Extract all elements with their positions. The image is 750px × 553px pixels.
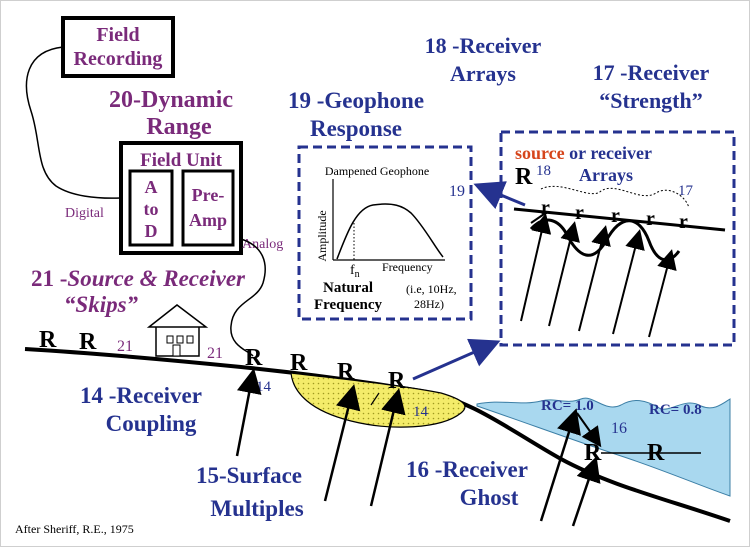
amp-label: Amp	[189, 210, 227, 230]
field-recording-label-1: Field	[96, 24, 139, 46]
dampened-geophone-label: Dampened Geophone	[325, 164, 429, 178]
geophone-response-box	[297, 145, 473, 321]
array-arrow-2	[548, 221, 580, 327]
skips-label-1: 21 -Source & Receiver	[31, 266, 246, 291]
layer-14-number: 14	[413, 404, 429, 420]
rc2-label: RC= 0.8	[649, 402, 702, 418]
surface-r-5: R	[337, 359, 355, 385]
array-18-number: 18	[536, 163, 551, 179]
array-r-4: r	[646, 208, 655, 230]
response-curve	[336, 203, 444, 260]
water-body	[476, 397, 731, 497]
array-arrow-3	[578, 225, 611, 332]
skip-21-number-2: 21	[207, 345, 223, 362]
array-dashed-arc	[540, 185, 690, 209]
skips-text: Source & Receiver	[67, 266, 246, 291]
pre-label: Pre-	[192, 185, 225, 205]
geophone-19-number: 19	[449, 183, 465, 200]
analog-label: Analog	[242, 237, 283, 252]
skip-21-number-1: 21	[117, 338, 133, 355]
source-or-receiver-label: source or receiver	[515, 143, 652, 163]
surface-r-4: R	[290, 350, 308, 376]
ghost-down-arrow	[576, 412, 602, 448]
receiver-arrays-title-1: 18 -Receiver	[425, 33, 542, 58]
arrays-label: Arrays	[579, 165, 633, 185]
array-surface-line	[513, 207, 726, 232]
ghost-arrow-1	[539, 408, 581, 522]
digital-cable	[25, 46, 122, 199]
a-to-d-box	[128, 169, 174, 247]
multiple-arrow-small	[370, 392, 380, 406]
array-r-1: r	[541, 197, 550, 219]
credit-label: After Sheriff, R.E., 1975	[15, 522, 134, 536]
frequency2-label: Frequency	[314, 297, 383, 313]
receiver-coupling-label-2: Coupling	[106, 411, 197, 436]
near-surface-layer	[290, 372, 466, 428]
dynamic-range-label-1: 20-Dynamic	[109, 87, 233, 113]
digital-label: Digital	[65, 206, 104, 221]
array-r-3: r	[611, 205, 620, 227]
fn-label: fn	[350, 263, 360, 280]
multiple-arrow-2	[369, 388, 406, 507]
surface-r-1: R	[39, 327, 57, 353]
a-label: A	[145, 177, 158, 197]
fn-main: f	[350, 263, 355, 278]
surface-r-6: R	[388, 368, 406, 394]
d-label: D	[145, 221, 158, 241]
ie-label-1: (i.e, 10Hz,	[406, 282, 457, 296]
skips-label-2: “Skips”	[64, 292, 139, 317]
source-word: source	[515, 143, 565, 163]
rc1-label: RC= 1.0	[541, 398, 594, 414]
surface-r-3: R	[245, 345, 263, 371]
receiver-ghost-label-1: 16 -Receiver	[406, 457, 528, 482]
arrow-to-arrays	[412, 338, 501, 381]
ie-label-2: 28Hz)	[414, 297, 444, 311]
coupling-arrow	[235, 368, 262, 457]
natural-label: Natural	[323, 280, 373, 296]
array-arrow-5	[648, 249, 677, 338]
or-receiver-word: or receiver	[565, 143, 652, 163]
multiple-arrow-1	[323, 384, 361, 502]
receiver-strength-title-2: “Strength”	[599, 88, 703, 113]
frequency-axis-label: Frequency	[382, 260, 433, 274]
geophone-response-title-2: Response	[310, 116, 402, 141]
field-unit-label: Field Unit	[140, 150, 222, 171]
fn-subscript: n	[355, 269, 360, 280]
analog-cable	[230, 238, 266, 357]
dynamic-range-label-2: Range	[146, 114, 212, 140]
receiver-ghost-label-2: Ghost	[460, 485, 519, 510]
ghost-arrow-2	[571, 456, 601, 527]
array-big-r: R	[515, 164, 533, 190]
water-r-1: R	[584, 440, 602, 466]
amplitude-label: Amplitude	[315, 210, 329, 261]
surface-r-2: R	[79, 329, 97, 355]
array-r-2: r	[575, 202, 584, 224]
ghost-16-number: 16	[611, 420, 627, 437]
surface-multiples-label-1: 15-Surface	[196, 463, 302, 488]
field-recording-label-2: Recording	[74, 48, 163, 70]
array-arrow-1	[520, 213, 552, 322]
array-arrow-4	[612, 229, 645, 335]
array-17-number: 17	[678, 183, 694, 199]
receiver-coupling-label-1: 14 -Receiver	[80, 383, 202, 408]
house-icon	[146, 304, 209, 357]
arrow-to-geophone	[473, 181, 526, 210]
array-r-5: r	[679, 211, 688, 233]
skips-number: 21 -	[31, 266, 67, 291]
pre-amp-box	[181, 169, 235, 247]
to-label: to	[144, 199, 159, 219]
geophone-response-title-1: 19 -Geophone	[288, 88, 424, 113]
receiver-arrays-title-2: Arrays	[450, 61, 516, 86]
array-arrow-small	[530, 211, 548, 224]
receiver-strength-title-1: 17 -Receiver	[593, 60, 710, 85]
coupling-14-number: 14	[256, 379, 272, 395]
surface-multiples-label-2: Multiples	[210, 496, 303, 521]
